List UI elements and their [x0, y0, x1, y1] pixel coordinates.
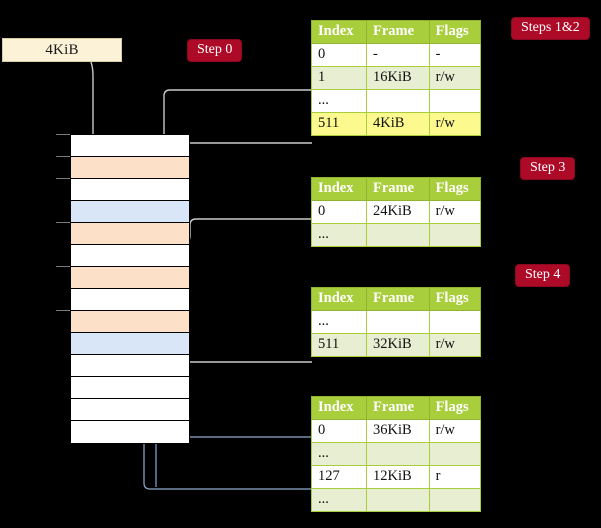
memory-frame-row: [71, 377, 189, 399]
cell-flags: [428, 442, 482, 466]
cell-index: ...: [311, 223, 367, 247]
col-flags: Flags: [428, 396, 482, 420]
col-index: Index: [311, 177, 367, 201]
col-frame: Frame: [365, 396, 430, 420]
col-index: Index: [311, 20, 367, 44]
size-box-label: 4KiB: [45, 41, 79, 58]
cell-frame: [365, 442, 430, 466]
step-4-badge: Step 4: [516, 265, 570, 286]
cell-index: 0: [311, 419, 367, 443]
cell-frame: [365, 488, 430, 512]
memory-frame-row: [71, 289, 189, 311]
table-header-row: Index Frame Flags: [311, 20, 482, 44]
table-header-row: Index Frame Flags: [311, 396, 482, 420]
table-row: ...: [311, 488, 482, 512]
table-header-row: Index Frame Flags: [311, 287, 482, 311]
cell-index: ...: [311, 89, 367, 113]
memory-frame-row: [71, 311, 189, 333]
col-index: Index: [311, 287, 367, 311]
mem-tick: [56, 156, 70, 157]
table-row: 0--: [311, 43, 482, 67]
table-row: ...: [311, 310, 482, 334]
cell-index: 0: [311, 43, 367, 67]
memory-frame-row: [71, 355, 189, 377]
cell-flags: [428, 310, 482, 334]
cell-flags: r/w: [428, 112, 482, 136]
cell-flags: [428, 223, 482, 247]
cell-frame: 32KiB: [365, 333, 430, 357]
cell-index: 127: [311, 465, 367, 489]
mem-tick: [56, 310, 70, 311]
cell-flags: r: [428, 465, 482, 489]
cell-flags: [428, 89, 482, 113]
cell-frame: 12KiB: [365, 465, 430, 489]
cell-index: 1: [311, 66, 367, 90]
table-row: ...: [311, 223, 482, 247]
mem-tick: [56, 178, 70, 179]
memory-frame-row: [71, 399, 189, 421]
table-header-row: Index Frame Flags: [311, 177, 482, 201]
table-row: ...: [311, 89, 482, 113]
col-frame: Frame: [365, 20, 430, 44]
cell-frame: [365, 223, 430, 247]
cell-frame: [365, 89, 430, 113]
cell-flags: -: [428, 43, 482, 67]
col-flags: Flags: [428, 287, 482, 311]
cell-flags: r/w: [428, 419, 482, 443]
cell-index: 511: [311, 112, 367, 136]
step-4-label: Step 4: [525, 267, 561, 282]
physical-memory-column: [70, 134, 190, 444]
steps-1-2-label: Steps 1&2: [521, 20, 580, 35]
mem-tick: [56, 222, 70, 223]
cell-frame: 24KiB: [365, 200, 430, 224]
cell-index: ...: [311, 488, 367, 512]
cell-frame: [365, 310, 430, 334]
col-flags: Flags: [428, 177, 482, 201]
memory-frame-row: [71, 157, 189, 179]
memory-frame-row: [71, 223, 189, 245]
cell-index: 511: [311, 333, 367, 357]
cell-flags: r/w: [428, 333, 482, 357]
cell-frame: 4KiB: [365, 112, 430, 136]
col-frame: Frame: [365, 287, 430, 311]
size-box-4kib: 4KiB: [2, 38, 122, 62]
step-3-label: Step 3: [530, 160, 566, 175]
table-row: ...: [311, 442, 482, 466]
cell-flags: r/w: [428, 66, 482, 90]
step-0-label: Step 0: [197, 42, 233, 57]
cell-frame: -: [365, 43, 430, 67]
memory-frame-row: [71, 245, 189, 267]
cell-flags: r/w: [428, 200, 482, 224]
memory-frame-row: [71, 333, 189, 355]
memory-frame-row: [71, 135, 189, 157]
memory-frame-row: [71, 421, 189, 443]
col-flags: Flags: [428, 20, 482, 44]
memory-frame-row: [71, 267, 189, 289]
memory-frame-row: [71, 179, 189, 201]
step-0-badge: Step 0: [188, 40, 242, 61]
cell-frame: 16KiB: [365, 66, 430, 90]
cell-flags: [428, 488, 482, 512]
cell-index: 0: [311, 200, 367, 224]
mem-tick: [56, 134, 70, 135]
mem-tick: [56, 266, 70, 267]
col-frame: Frame: [365, 177, 430, 201]
cell-frame: 36KiB: [365, 419, 430, 443]
step-3-badge: Step 3: [521, 158, 575, 179]
col-index: Index: [311, 396, 367, 420]
cell-index: ...: [311, 442, 367, 466]
cell-index: ...: [311, 310, 367, 334]
memory-frame-row: [71, 201, 189, 223]
steps-1-2-badge: Steps 1&2: [512, 18, 589, 39]
